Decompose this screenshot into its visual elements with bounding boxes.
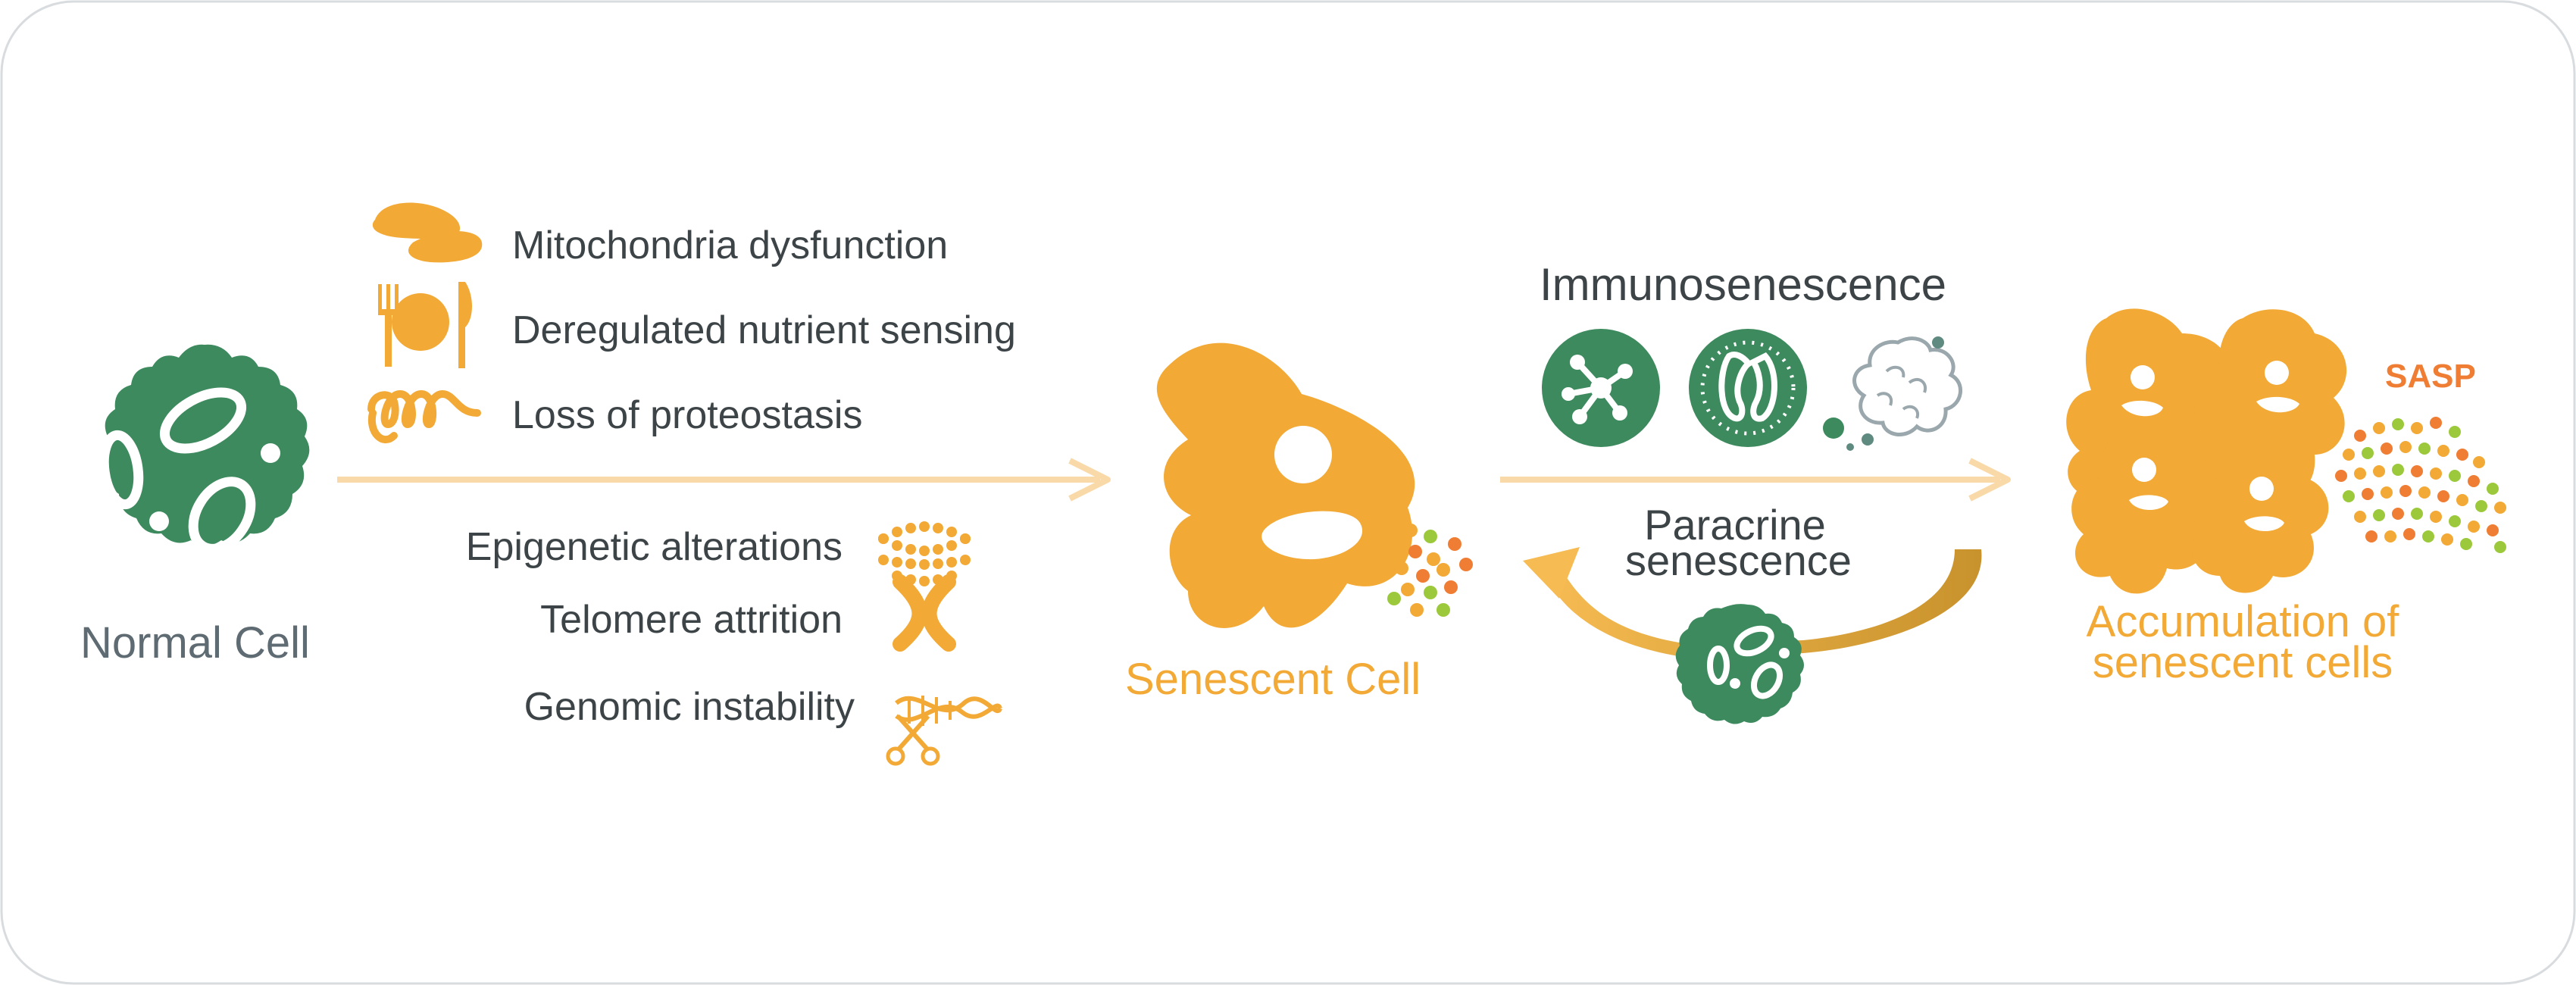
sasp-dots-cluster (2335, 417, 2506, 553)
arrow-to-accumulation (1500, 458, 2011, 502)
sasp-dots-small (1387, 524, 1473, 617)
cause-label-epigenetic: Epigenetic alterations (465, 525, 843, 569)
sasp-label: SASP (2385, 358, 2476, 395)
paracrine-normal-cell-icon (1675, 604, 1804, 724)
senescent-cell-icon (1156, 342, 1415, 628)
immunosenescence-label: Immunosenescence (1540, 259, 1946, 310)
cause-label-proteostasis: Loss of proteostasis (512, 393, 863, 437)
cause-label-mitochondria: Mitochondria dysfunction (512, 224, 949, 267)
accumulated-senescent-cells-icon (2066, 308, 2347, 594)
nutrient-plate-icon (378, 282, 472, 368)
paracrine-label-line2: senescence (1625, 536, 1852, 584)
chromosome-icon (893, 574, 956, 652)
normal-cell-label: Normal Cell (80, 618, 310, 668)
normal-cell-icon (98, 344, 310, 554)
cause-label-telomere: Telomere attrition (540, 598, 843, 642)
accumulation-label-line1: Accumulation of (2086, 597, 2399, 646)
mitochondria-icon (372, 202, 483, 263)
accumulation-label-line2: senescent cells (2092, 638, 2393, 687)
macrophage-icon (1823, 336, 1963, 451)
dna-scissors-icon (886, 696, 1002, 766)
granulocyte-icon (1689, 329, 1807, 447)
paracrine-label-line1: Paracrine (1644, 501, 1826, 549)
cause-label-nutrient-sensing: Deregulated nutrient sensing (512, 308, 1016, 352)
cause-label-genomic: Genomic instability (524, 685, 855, 729)
protein-coil-icon (367, 389, 481, 444)
paracrine-curved-arrow (1523, 547, 1982, 658)
senescent-cell-label: Senescent Cell (1125, 655, 1421, 704)
t-cell-icon (1542, 329, 1660, 447)
arrow-to-senescent (337, 458, 1111, 502)
